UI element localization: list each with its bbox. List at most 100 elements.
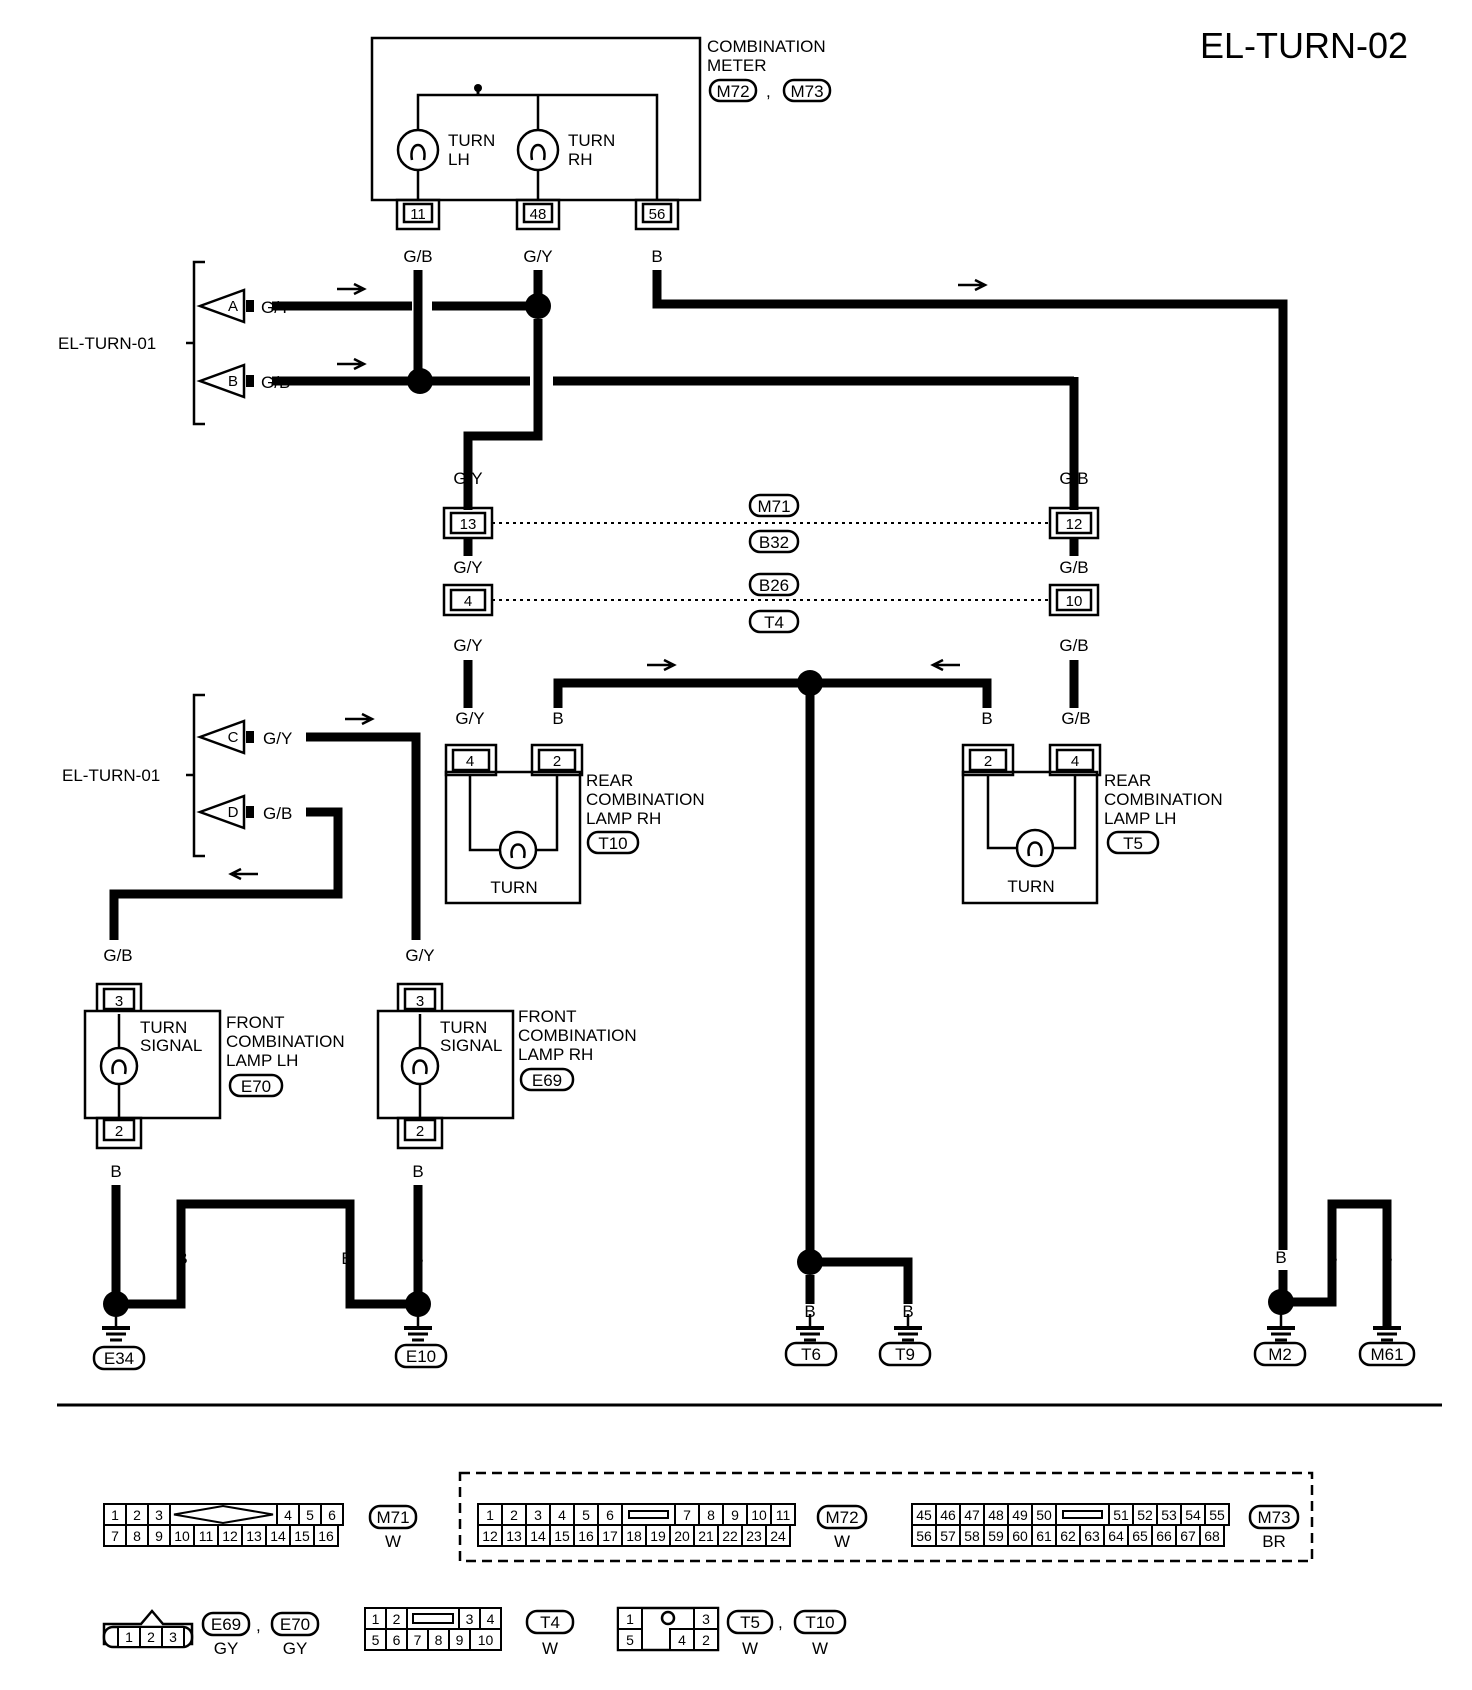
- t5-cell-label: 5: [626, 1632, 634, 1648]
- rear-lamp-lh: 2 4 TURN: [961, 743, 1102, 905]
- svg-text:56: 56: [649, 206, 666, 223]
- meter-connector-2: M73: [790, 82, 823, 101]
- svg-text:2: 2: [553, 753, 561, 770]
- meter-connector-1: M72: [716, 82, 749, 101]
- wire-gy-c: [306, 732, 421, 940]
- t4-cell-label: 1: [372, 1611, 380, 1627]
- svg-text:TURN: TURN: [1007, 877, 1054, 896]
- front-rh-label-2: COMBINATION: [518, 1026, 637, 1045]
- harness-conn-b26: B26: [759, 576, 789, 595]
- e69-sep: ,: [256, 1616, 261, 1635]
- m72-cell-label: 17: [602, 1528, 618, 1544]
- svg-text:A: A: [228, 298, 238, 315]
- wire-label-gy-1: G/Y: [453, 469, 482, 488]
- svg-text:D: D: [228, 804, 239, 821]
- ground-m61: M61: [1358, 1326, 1416, 1367]
- m72-cell-label: 15: [554, 1528, 570, 1544]
- m73-cell-label: 59: [988, 1528, 1004, 1544]
- m72-cell-label: 5: [582, 1507, 590, 1523]
- t5-cell-label: 1: [626, 1611, 634, 1627]
- m72-cell-label: 7: [683, 1507, 691, 1523]
- m72-cell-label: 16: [578, 1528, 594, 1544]
- connector-group-box: [458, 1471, 1314, 1563]
- m71-cell-label: 15: [294, 1528, 310, 1544]
- m73-cell-label: 57: [940, 1528, 956, 1544]
- m71-cell-label: 12: [222, 1528, 238, 1544]
- m73-cell-label: 55: [1209, 1507, 1225, 1523]
- m73-cell-label: 47: [964, 1507, 980, 1523]
- t5-cell-label: 2: [702, 1632, 710, 1648]
- svg-text:T6: T6: [801, 1345, 821, 1364]
- m71-cell-label: 11: [199, 1528, 214, 1544]
- m72-cell-label: 18: [626, 1528, 642, 1544]
- m73-cell-label: 56: [916, 1528, 932, 1544]
- wire-b-rear-t9: [810, 1257, 913, 1304]
- t4-cell-label: 5: [372, 1632, 380, 1648]
- wire-label-b-4: B: [412, 1162, 423, 1181]
- svg-text:4: 4: [466, 753, 474, 770]
- ground-e34: E34: [92, 1314, 146, 1371]
- m73-name: M73: [1257, 1508, 1290, 1527]
- t5-color: W: [742, 1639, 758, 1658]
- t10-badge: [793, 1609, 847, 1635]
- front-rh-conn: E69: [532, 1071, 562, 1090]
- svg-text:E10: E10: [406, 1347, 436, 1366]
- m71-cell-label: 8: [133, 1528, 141, 1544]
- m73-cell-label: 60: [1012, 1528, 1028, 1544]
- e69-cell-label: 2: [147, 1629, 155, 1645]
- wire-label-gb-5: G/B: [103, 946, 132, 965]
- m71-cell-label: 6: [328, 1507, 336, 1523]
- e70-name: E70: [280, 1615, 310, 1634]
- flow-arrow: [930, 658, 960, 672]
- m72-name: M72: [825, 1508, 858, 1527]
- front-rh-label-1: FRONT: [518, 1007, 577, 1026]
- m73-lock-icon: [1062, 1510, 1103, 1519]
- wire-label-gy-5: G/Y: [405, 946, 434, 965]
- m71-cell-label: 16: [318, 1528, 334, 1544]
- m73-cell-label: 65: [1132, 1528, 1148, 1544]
- rear-lh-label-2: COMBINATION: [1104, 790, 1223, 809]
- t4-cell-label: 10: [478, 1632, 494, 1648]
- svg-text:13: 13: [460, 516, 477, 533]
- t4-badge: [525, 1609, 575, 1635]
- m72-cell-label: 6: [606, 1507, 614, 1523]
- junction-gb: [407, 368, 433, 394]
- svg-text:G/B: G/B: [263, 804, 292, 823]
- m72-cell-label: 14: [530, 1528, 546, 1544]
- t4-cell-label: 3: [466, 1611, 474, 1627]
- meter-name-line1: COMBINATION: [707, 37, 826, 56]
- e70-color: GY: [283, 1639, 308, 1658]
- e69-cell-label: 1: [125, 1629, 133, 1645]
- svg-text:3: 3: [416, 993, 424, 1010]
- t4-cell-label: 2: [393, 1611, 401, 1627]
- m72-cell: [765, 1524, 791, 1547]
- wire-label-gb-2: G/B: [1059, 558, 1088, 577]
- wire-label-gy-2: G/Y: [453, 558, 482, 577]
- m73-cell-label: 53: [1161, 1507, 1177, 1523]
- m71-cell-label: 4: [284, 1507, 292, 1523]
- m72-cell-label: 19: [650, 1528, 666, 1544]
- svg-text:2: 2: [416, 1123, 424, 1140]
- m71-cell-label: 9: [155, 1528, 163, 1544]
- m71-color: W: [385, 1532, 401, 1551]
- wire-label-gb-1: G/B: [1059, 469, 1088, 488]
- meter-connector-badge-2: [782, 78, 832, 103]
- m73-cell-label: 46: [940, 1507, 956, 1523]
- rear-lamp-rh: 4 2 TURN: [444, 743, 584, 905]
- flow-arrow: [337, 282, 367, 296]
- m72-cell-label: 24: [770, 1528, 786, 1544]
- rear-lh-label-1: REAR: [1104, 771, 1151, 790]
- svg-text:E34: E34: [104, 1349, 134, 1368]
- rear-rh-label-3: LAMP RH: [586, 809, 661, 828]
- e69-color: GY: [214, 1639, 239, 1658]
- harness-pin-12: 12: [1048, 506, 1100, 540]
- harness-pin-13: 13: [442, 506, 494, 540]
- wire-gb-d: [109, 807, 343, 940]
- m73-color: BR: [1262, 1532, 1286, 1551]
- m72-cell-label: 22: [722, 1528, 738, 1544]
- meter-connector-sep: ,: [766, 82, 771, 101]
- m71-cell-label: 3: [155, 1507, 163, 1523]
